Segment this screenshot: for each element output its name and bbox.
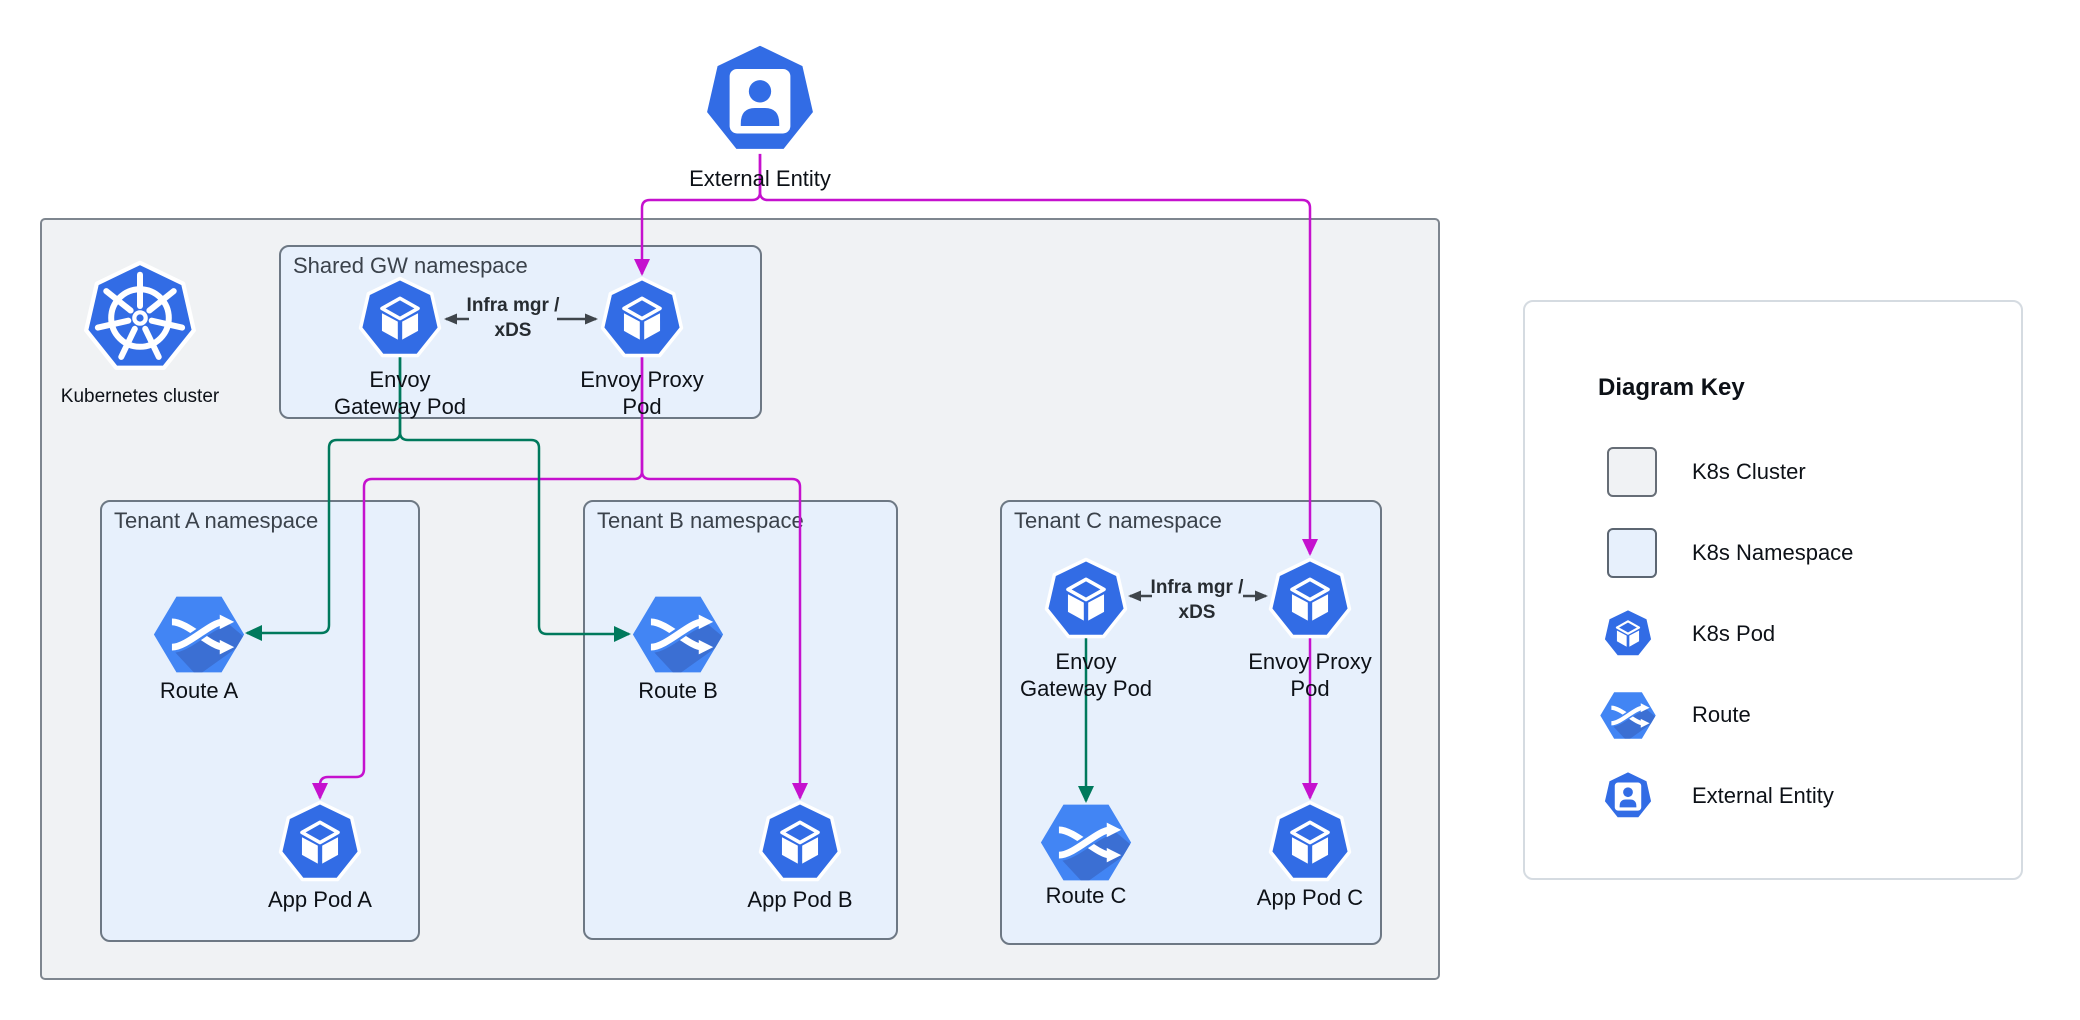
shared-gw-namespace-title: Shared GW namespace <box>293 253 528 278</box>
shared-xds-link-label-line2: xDS <box>494 320 532 341</box>
tenant-c-gateway-pod-label-line2: Gateway Pod <box>1019 676 1153 701</box>
legend-pod-label: K8s Pod <box>1692 621 1776 646</box>
route-a-icon <box>152 593 246 676</box>
app-pod-a-icon <box>276 799 364 887</box>
shared-proxy-pod-label-line1: Envoy Proxy <box>580 367 704 392</box>
legend-external-entity-label: External Entity <box>1692 783 1834 808</box>
shared-proxy-pod-label-line2: Pod <box>622 394 662 419</box>
tenant-c-proxy-pod-label: Envoy Proxy Pod <box>1248 648 1372 702</box>
shared-gateway-pod-icon <box>356 275 444 363</box>
tenant-c-proxy-pod-label-line2: Pod <box>1290 676 1330 701</box>
tenant-c-gateway-pod-label-line1: Envoy <box>1055 649 1117 674</box>
legend-cluster-swatch <box>1607 447 1657 497</box>
app-pod-a-label: App Pod A <box>268 887 372 912</box>
legend-pod-icon <box>1601 607 1655 661</box>
tenant-c-xds-link-label-line1: Infra mgr / <box>1150 577 1244 598</box>
kubernetes-logo-icon <box>80 258 200 378</box>
external-entity-icon <box>698 38 822 162</box>
route-b-icon <box>631 593 725 676</box>
tenant-c-xds-link-label: Infra mgr / xDS <box>1151 575 1244 625</box>
app-pod-b-icon <box>756 799 844 887</box>
app-pod-c-icon <box>1266 799 1354 887</box>
tenant-c-xds-link-label-line2: xDS <box>1178 602 1216 623</box>
route-b-label: Route B <box>638 678 718 703</box>
legend-route-label: Route <box>1692 702 1751 727</box>
tenant-a-namespace-box: Tenant A namespace <box>100 500 420 942</box>
app-pod-b-label: App Pod B <box>747 887 853 912</box>
tenant-b-namespace-title: Tenant B namespace <box>597 508 804 533</box>
shared-gateway-pod-label: Envoy Gateway Pod <box>334 366 466 420</box>
route-c-label: Route C <box>1045 883 1127 908</box>
shared-proxy-pod-icon <box>598 275 686 363</box>
shared-xds-link-label-line1: Infra mgr / <box>466 295 560 316</box>
route-a-label: Route A <box>159 678 239 703</box>
legend-route-icon <box>1599 690 1657 741</box>
shared-proxy-pod-label: Envoy Proxy Pod <box>580 366 704 420</box>
legend-namespace-label: K8s Namespace <box>1692 540 1854 565</box>
external-entity-label: External Entity <box>689 166 831 191</box>
legend-cluster-label: K8s Cluster <box>1692 459 1806 484</box>
diagram-key-title: Diagram Key <box>1598 374 1745 401</box>
diagram-key-panel <box>1523 300 2023 880</box>
tenant-a-namespace-title: Tenant A namespace <box>114 508 319 533</box>
app-pod-c-label: App Pod C <box>1256 885 1364 910</box>
tenant-c-namespace-title: Tenant C namespace <box>1014 508 1222 533</box>
tenant-c-proxy-pod-label-line1: Envoy Proxy <box>1248 649 1372 674</box>
shared-gateway-pod-label-line2: Gateway Pod <box>333 394 467 419</box>
legend-namespace-swatch <box>1607 528 1657 578</box>
shared-xds-link-label: Infra mgr / xDS <box>467 293 560 343</box>
legend-external-entity-icon <box>1601 769 1655 823</box>
tenant-b-namespace-box: Tenant B namespace <box>583 500 898 940</box>
tenant-c-gateway-pod-label: Envoy Gateway Pod <box>1020 648 1152 702</box>
shared-gateway-pod-label-line1: Envoy <box>369 367 431 392</box>
tenant-c-gateway-pod-icon <box>1042 556 1130 644</box>
route-c-icon <box>1039 801 1133 884</box>
tenant-c-proxy-pod-icon <box>1266 556 1354 644</box>
kubernetes-cluster-label: Kubernetes cluster <box>60 386 220 407</box>
